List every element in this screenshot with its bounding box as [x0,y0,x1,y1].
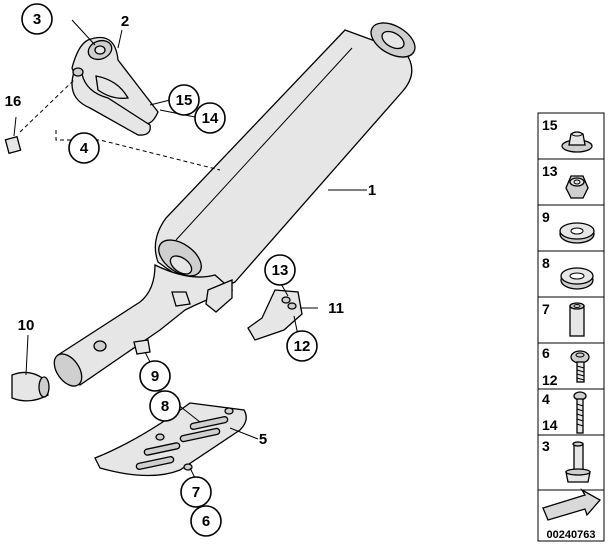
collar-bolt-icon [565,441,591,483]
callout-14-label: 14 [202,110,219,127]
callout-7: 7 [180,476,212,508]
callout-15: 15 [168,84,200,116]
sidebar-label-13: 13 [542,163,558,179]
leader-lines [13,19,367,481]
parts-sidebar: 15 13 9 8 7 [537,112,605,542]
sidebar-label-8: 8 [542,255,550,271]
sidebar-label-7: 7 [542,301,550,317]
callout-7-label: 7 [192,484,200,501]
document-number: 00240763 [547,529,596,541]
callout-9-label: 9 [151,368,159,385]
long-screw-icon [573,391,587,434]
spacer-sleeve-icon [569,302,585,337]
callout-14: 14 [194,102,226,134]
callout-2-label: 2 [121,13,129,30]
short-screw-icon [570,350,590,383]
clamp-ring-10[interactable] [11,371,50,402]
callout-11-label: 11 [328,300,344,317]
callout-12-label: 12 [294,338,311,355]
muffler[interactable] [152,16,420,288]
sidebar-label-9: 9 [542,209,550,225]
heat-shield[interactable] [94,402,247,477]
callout-13: 13 [264,254,296,286]
rubber-grommet-icon [561,131,593,153]
callout-6-label: 6 [202,513,210,530]
callout-12: 12 [286,330,318,362]
callout-6: 6 [190,505,222,537]
callout-5-label: 5 [259,431,267,448]
callout-16-label: 16 [5,93,22,110]
callout-9: 9 [139,360,171,392]
callout-3: 3 [21,3,53,35]
sleeve-16[interactable] [4,135,22,155]
hex-nut-icon [565,175,589,199]
sidebar-label-3: 3 [542,438,550,454]
link-pipe[interactable] [49,263,234,391]
callout-15-label: 15 [176,92,193,109]
callout-4-label: 4 [80,140,89,157]
direction-arrow-icon [542,488,602,521]
callout-1-label: 1 [368,182,376,199]
sidebar-label-12: 12 [542,372,558,388]
clamp-bracket[interactable] [71,36,159,136]
leader-dashed-16 [19,79,75,133]
callout-8: 8 [149,390,181,422]
sidebar-label-15: 15 [542,117,558,133]
callout-8-label: 8 [161,398,169,415]
callout-13-label: 13 [272,262,289,279]
sidebar-label-14: 14 [542,417,558,433]
callout-10-label: 10 [18,317,35,334]
bracket-11[interactable] [247,289,303,341]
callout-3-label: 3 [33,11,41,28]
callout-4: 4 [68,132,100,164]
washer-icon-8 [560,267,594,290]
sidebar-label-4: 4 [542,391,550,407]
washer-icon-9 [559,222,595,244]
sidebar-label-6: 6 [542,345,550,361]
